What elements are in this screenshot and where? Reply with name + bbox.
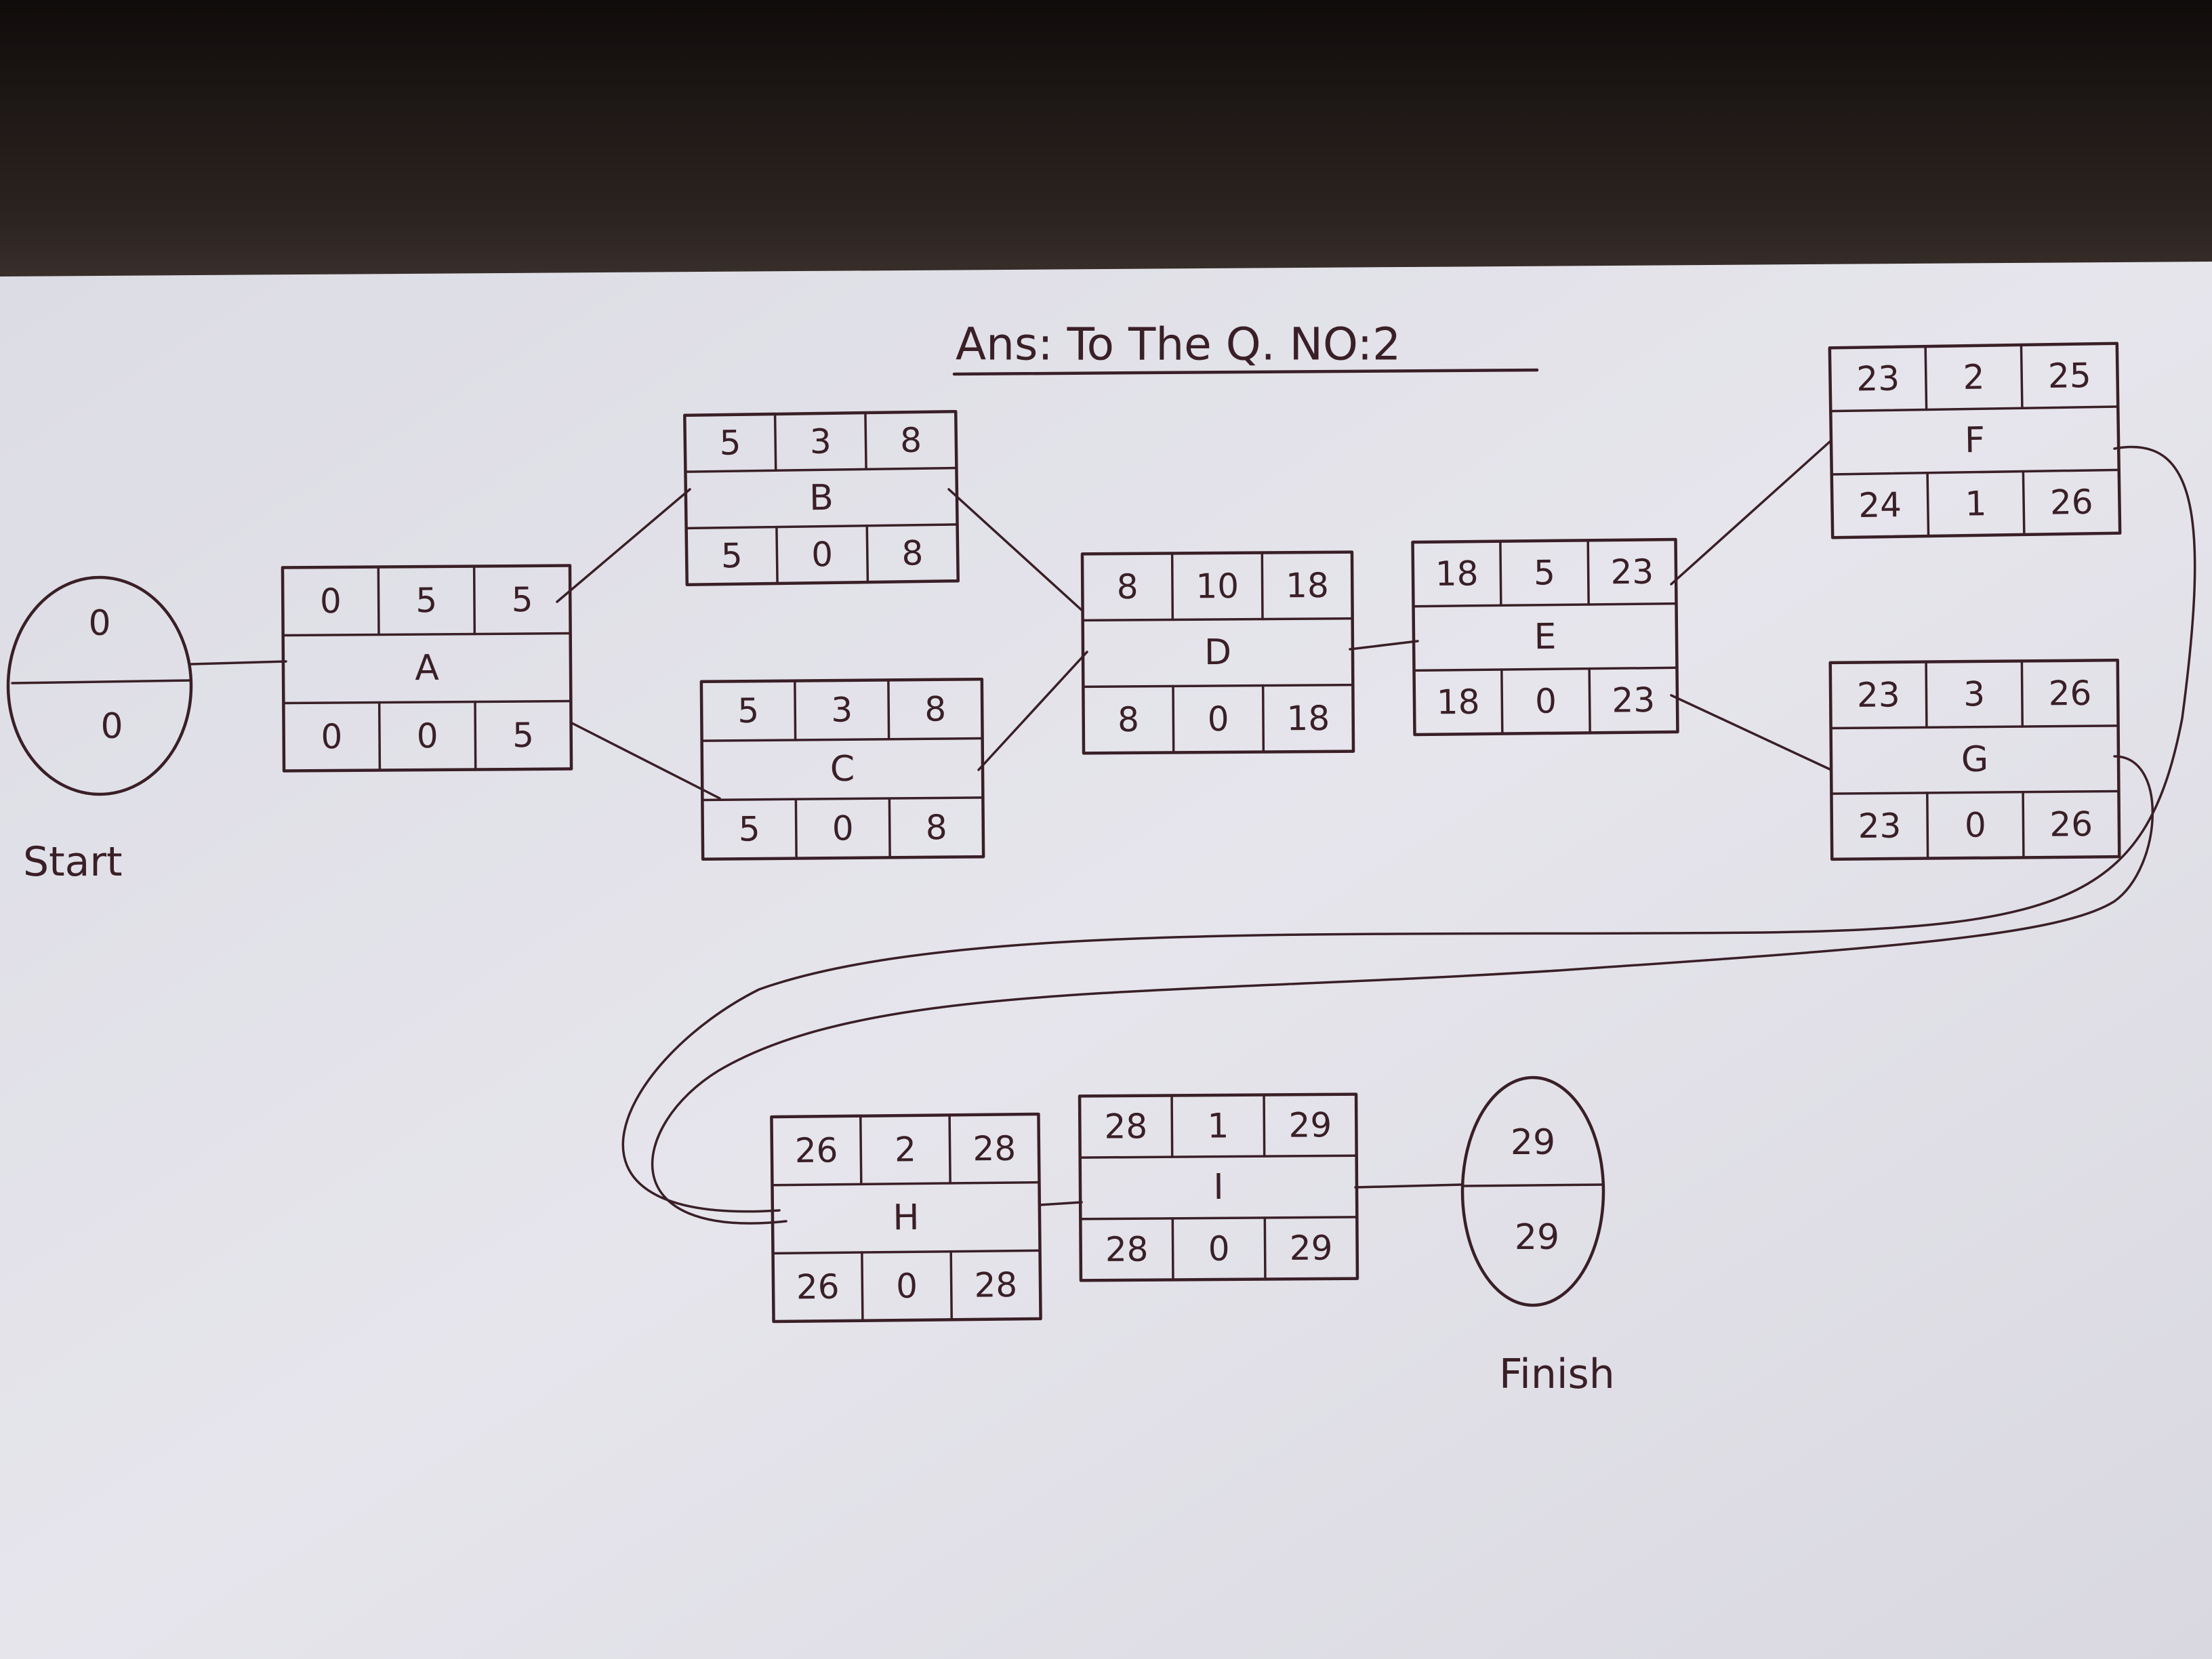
task-g-slack: 0 <box>1965 806 1986 845</box>
task-c-late-finish: 8 <box>926 808 947 847</box>
task-d-late-start: 8 <box>1118 700 1139 739</box>
paper-sheet <box>0 262 2212 1659</box>
edge-e-g <box>1670 694 1832 771</box>
task-c-early-start: 5 <box>737 691 759 731</box>
edge-e-f <box>1670 439 1832 586</box>
task-f-early-start: 23 <box>1856 359 1900 398</box>
task-e-slack: 0 <box>1535 681 1557 720</box>
task-i-early-start: 28 <box>1104 1107 1147 1146</box>
task-g-duration: 3 <box>1963 674 1985 714</box>
task-h-duration: 2 <box>895 1130 916 1169</box>
task-a-slack: 0 <box>417 716 438 756</box>
task-f-late-finish: 26 <box>2050 483 2094 523</box>
task-g-late-start: 23 <box>1858 806 1901 846</box>
task-i-early-finish: 29 <box>1288 1105 1332 1145</box>
task-f-late-start: 24 <box>1858 485 1902 525</box>
task-f-name: F <box>1965 420 1986 461</box>
task-e-early-finish: 23 <box>1610 552 1654 592</box>
finish-top-value: 29 <box>1511 1122 1555 1163</box>
task-a-early-finish: 5 <box>512 580 533 619</box>
task-d-early-finish: 18 <box>1286 566 1329 605</box>
edge-a-c <box>569 721 721 800</box>
edge-d-e <box>1349 640 1419 651</box>
task-g-late-finish: 26 <box>2049 804 2093 844</box>
task-b-name: B <box>809 478 834 518</box>
dark-background <box>0 0 2212 285</box>
task-node-f: 23 2 25 24 1 26 F <box>1828 342 2122 539</box>
task-a-late-start: 0 <box>321 717 342 756</box>
edge-h-i <box>1038 1201 1083 1206</box>
task-d-late-finish: 18 <box>1286 699 1330 738</box>
task-c-early-finish: 8 <box>924 689 946 729</box>
task-a-duration: 5 <box>415 581 437 620</box>
task-i-name: I <box>1213 1167 1224 1208</box>
task-i-duration: 1 <box>1207 1106 1229 1145</box>
task-h-late-finish: 28 <box>974 1265 1017 1305</box>
task-h-name: H <box>893 1197 920 1238</box>
task-h-early-start: 26 <box>795 1130 838 1170</box>
task-b-early-start: 5 <box>719 423 741 462</box>
edge-g-h-loop <box>651 755 2154 1225</box>
task-d-duration: 10 <box>1195 567 1239 606</box>
task-f-duration: 2 <box>1963 357 1985 396</box>
task-b-duration: 3 <box>810 422 832 461</box>
start-label: Start <box>23 838 123 886</box>
finish-bottom-value: 29 <box>1515 1217 1559 1258</box>
edge-i-finish <box>1354 1183 1464 1189</box>
task-e-early-start: 18 <box>1435 554 1479 594</box>
finish-label: Finish <box>1499 1351 1615 1398</box>
task-b-early-finish: 8 <box>900 421 922 460</box>
edge-start-a <box>190 660 287 665</box>
task-c-slack: 0 <box>832 808 854 848</box>
task-h-late-start: 26 <box>796 1267 840 1307</box>
task-b-slack: 0 <box>811 535 834 574</box>
task-e-late-finish: 23 <box>1612 680 1655 720</box>
task-g-early-start: 23 <box>1857 675 1900 715</box>
task-i-slack: 0 <box>1208 1229 1230 1269</box>
task-c-late-start: 5 <box>739 809 760 848</box>
start-node: 0 0 <box>6 575 193 796</box>
task-i-late-start: 28 <box>1105 1229 1149 1269</box>
task-a-early-start: 0 <box>320 581 342 621</box>
edge-a-b <box>556 488 691 603</box>
task-i-late-finish: 29 <box>1290 1228 1333 1267</box>
task-e-late-start: 18 <box>1437 682 1480 722</box>
task-a-late-finish: 5 <box>512 716 534 755</box>
task-d-early-start: 8 <box>1117 567 1139 607</box>
task-c-name: C <box>830 749 855 790</box>
task-h-slack: 0 <box>896 1266 918 1305</box>
diagram-title: Ans: To The Q. NO:2 <box>956 319 1401 371</box>
task-b-late-finish: 8 <box>901 533 924 573</box>
task-e-duration: 5 <box>1534 553 1555 592</box>
task-a-name: A <box>415 648 439 689</box>
connectors <box>190 439 2196 1225</box>
start-bottom-value: 0 <box>100 706 123 747</box>
task-g-early-finish: 26 <box>2048 674 2091 714</box>
edge-b-d <box>947 488 1084 613</box>
edge-c-d <box>977 651 1088 771</box>
task-h-early-finish: 28 <box>972 1129 1016 1169</box>
task-b-late-start: 5 <box>721 536 743 575</box>
start-top-value: 0 <box>88 603 110 644</box>
task-c-duration: 3 <box>831 691 853 730</box>
task-d-name: D <box>1204 632 1231 673</box>
task-d-slack: 0 <box>1208 699 1229 739</box>
title-underline <box>952 368 1539 376</box>
task-g-name: G <box>1961 739 1989 780</box>
task-f-slack: 1 <box>1965 484 1987 523</box>
task-f-early-finish: 25 <box>2048 356 2092 396</box>
task-e-name: E <box>1534 617 1556 657</box>
finish-node: 29 29 <box>1460 1076 1605 1307</box>
edge-f-h-loop <box>621 445 2196 1213</box>
